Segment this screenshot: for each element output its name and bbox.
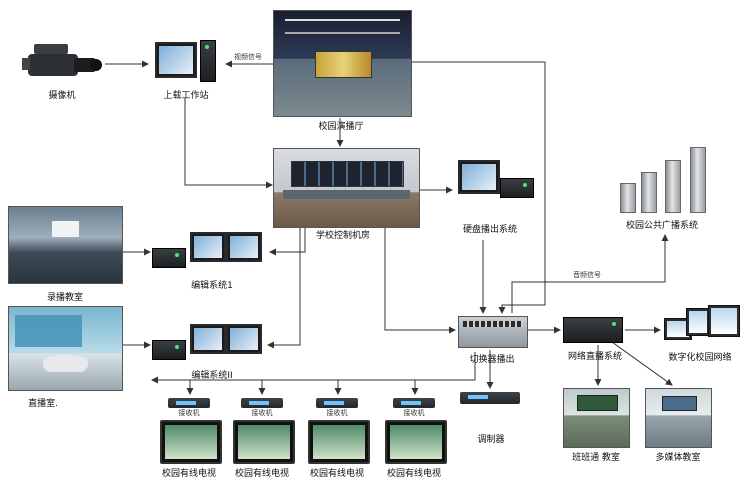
edit-system-2-unit [152, 340, 186, 360]
multimedia-classroom-image [645, 388, 712, 448]
tv-receiver-4-label: 接收机 [403, 409, 425, 417]
edit-system-2-monitor-a [190, 324, 226, 354]
studio-label: 校园演播厅 [318, 122, 364, 132]
tv-receiver-3 [316, 398, 358, 408]
upload-station-tower [200, 40, 216, 82]
cable-tv-screen-2 [233, 420, 295, 464]
switcher-unit [458, 316, 528, 348]
tv-receiver-2-label: 接收机 [251, 409, 273, 417]
digital-campus-laptop-2 [686, 308, 710, 336]
control-room-label: 学校控制机房 [315, 231, 371, 241]
modulator-label: 调制器 [477, 435, 505, 445]
cable-tv-screen-4 [385, 420, 447, 464]
pa-system-label: 校园公共广播系统 [625, 221, 699, 231]
digital-campus-laptop-1 [664, 318, 692, 340]
tv-receiver-4 [393, 398, 435, 408]
digital-campus-laptop-3 [708, 305, 740, 337]
wire-switcher-pa [511, 234, 669, 313]
broadcast-room-label: 直播室. [28, 399, 58, 409]
wire-network-multimedia [611, 341, 673, 386]
wire-studio-switcher [410, 61, 546, 314]
pa-speaker-3 [665, 160, 681, 213]
wire-control-edit1 [269, 228, 306, 256]
pa-speaker-4 [690, 147, 706, 213]
edit-system-1-label: 编辑系统1 [191, 281, 233, 291]
edit-system-1-monitor-a [190, 232, 226, 262]
edit-system-2-label: 编辑系统II [191, 371, 233, 381]
tv-receiver-1-label: 接收机 [178, 409, 200, 417]
digital-campus-label: 数字化校园网络 [668, 353, 732, 363]
cable-tv-label-4: 校园有线电视 [386, 469, 442, 479]
cable-tv-screen-1 [160, 420, 222, 464]
modulator-unit [460, 392, 520, 404]
camera-image [20, 40, 102, 82]
hdd-playout-label: 硬盘播出系统 [462, 225, 518, 235]
tv-receiver-3-label: 接收机 [326, 409, 348, 417]
network-live-label: 网络直播系统 [567, 352, 623, 362]
cable-tv-label-1: 校园有线电视 [161, 469, 217, 479]
pa-speaker-2 [641, 172, 657, 213]
cable-tv-label-2: 校园有线电视 [234, 469, 290, 479]
class-classroom-image [563, 388, 630, 448]
broadcast-room-image [8, 306, 123, 391]
edit-system-1-monitor-b [226, 232, 262, 262]
wire-control-edit2 [267, 228, 301, 349]
wire-upload-control [184, 98, 273, 189]
wire-switcher-tvbus [151, 352, 476, 384]
network-live-server [563, 317, 623, 343]
video-signal-label: 视频信号 [234, 53, 262, 61]
edit-system-1-unit [152, 248, 186, 268]
multimedia-classroom-label: 多媒体教室 [655, 453, 701, 463]
wire-control-switcher [384, 228, 456, 334]
camera-label: 摄像机 [48, 91, 76, 101]
cable-tv-screen-3 [308, 420, 370, 464]
edit-system-2-monitor-b [226, 324, 262, 354]
audio-signal-label: 音频信号 [573, 271, 601, 279]
switcher-playout-label: 切换器播出 [469, 355, 515, 365]
class-classroom-label: 班班通 教室 [572, 453, 620, 463]
upload-station-monitor [155, 42, 197, 78]
tv-receiver-1 [168, 398, 210, 408]
tv-receiver-2 [241, 398, 283, 408]
cable-tv-label-3: 校园有线电视 [309, 469, 365, 479]
recording-classroom-image [8, 206, 123, 284]
hdd-playout-unit [500, 178, 534, 198]
studio-image [273, 10, 412, 117]
pa-speaker-1 [620, 183, 636, 213]
hdd-playout-monitor [458, 160, 500, 194]
upload-station-label: 上载工作站 [163, 91, 209, 101]
recording-classroom-label: 录播教室 [46, 293, 84, 303]
control-room-image [273, 148, 420, 228]
